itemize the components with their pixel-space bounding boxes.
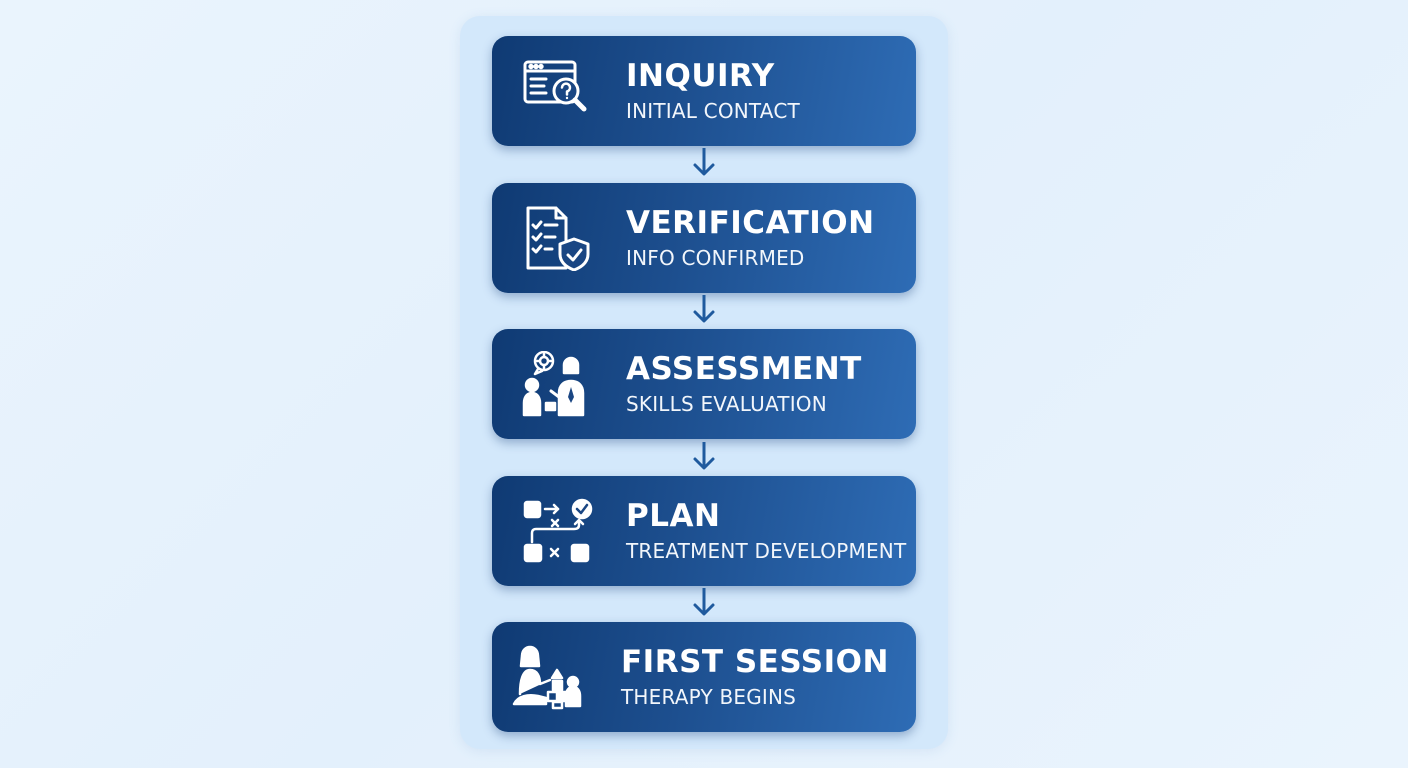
checklist-shield-icon: [522, 205, 594, 271]
down-arrow-icon: [693, 442, 715, 470]
step-title: VERIFICATION: [626, 205, 875, 241]
step-subtitle: INITIAL CONTACT: [626, 99, 800, 123]
down-arrow-icon: [693, 148, 715, 176]
down-arrow-icon: [693, 295, 715, 323]
browser-question-magnifier-icon: [522, 58, 594, 124]
step-card-verification: VERIFICATION INFO CONFIRMED: [492, 183, 916, 293]
step-subtitle: SKILLS EVALUATION: [626, 392, 827, 416]
step-card-inquiry: INQUIRY INITIAL CONTACT: [492, 36, 916, 146]
down-arrow-icon: [693, 588, 715, 616]
plan-flowchart-icon: [522, 498, 594, 564]
therapist-child-play-icon: [510, 644, 582, 710]
step-title: FIRST SESSION: [621, 644, 889, 680]
therapist-child-assessment-icon: [522, 351, 594, 417]
step-subtitle: TREATMENT DEVELOPMENT: [626, 539, 907, 563]
step-subtitle: THERAPY BEGINS: [621, 685, 797, 709]
step-title: ASSESSMENT: [626, 351, 862, 387]
step-title: INQUIRY: [626, 58, 775, 94]
step-title: PLAN: [626, 498, 721, 534]
step-card-assessment: ASSESSMENT SKILLS EVALUATION: [492, 329, 916, 439]
step-subtitle: INFO CONFIRMED: [626, 246, 805, 270]
step-card-first-session: FIRST SESSION THERAPY BEGINS: [492, 622, 916, 732]
step-card-plan: PLAN TREATMENT DEVELOPMENT: [492, 476, 916, 586]
